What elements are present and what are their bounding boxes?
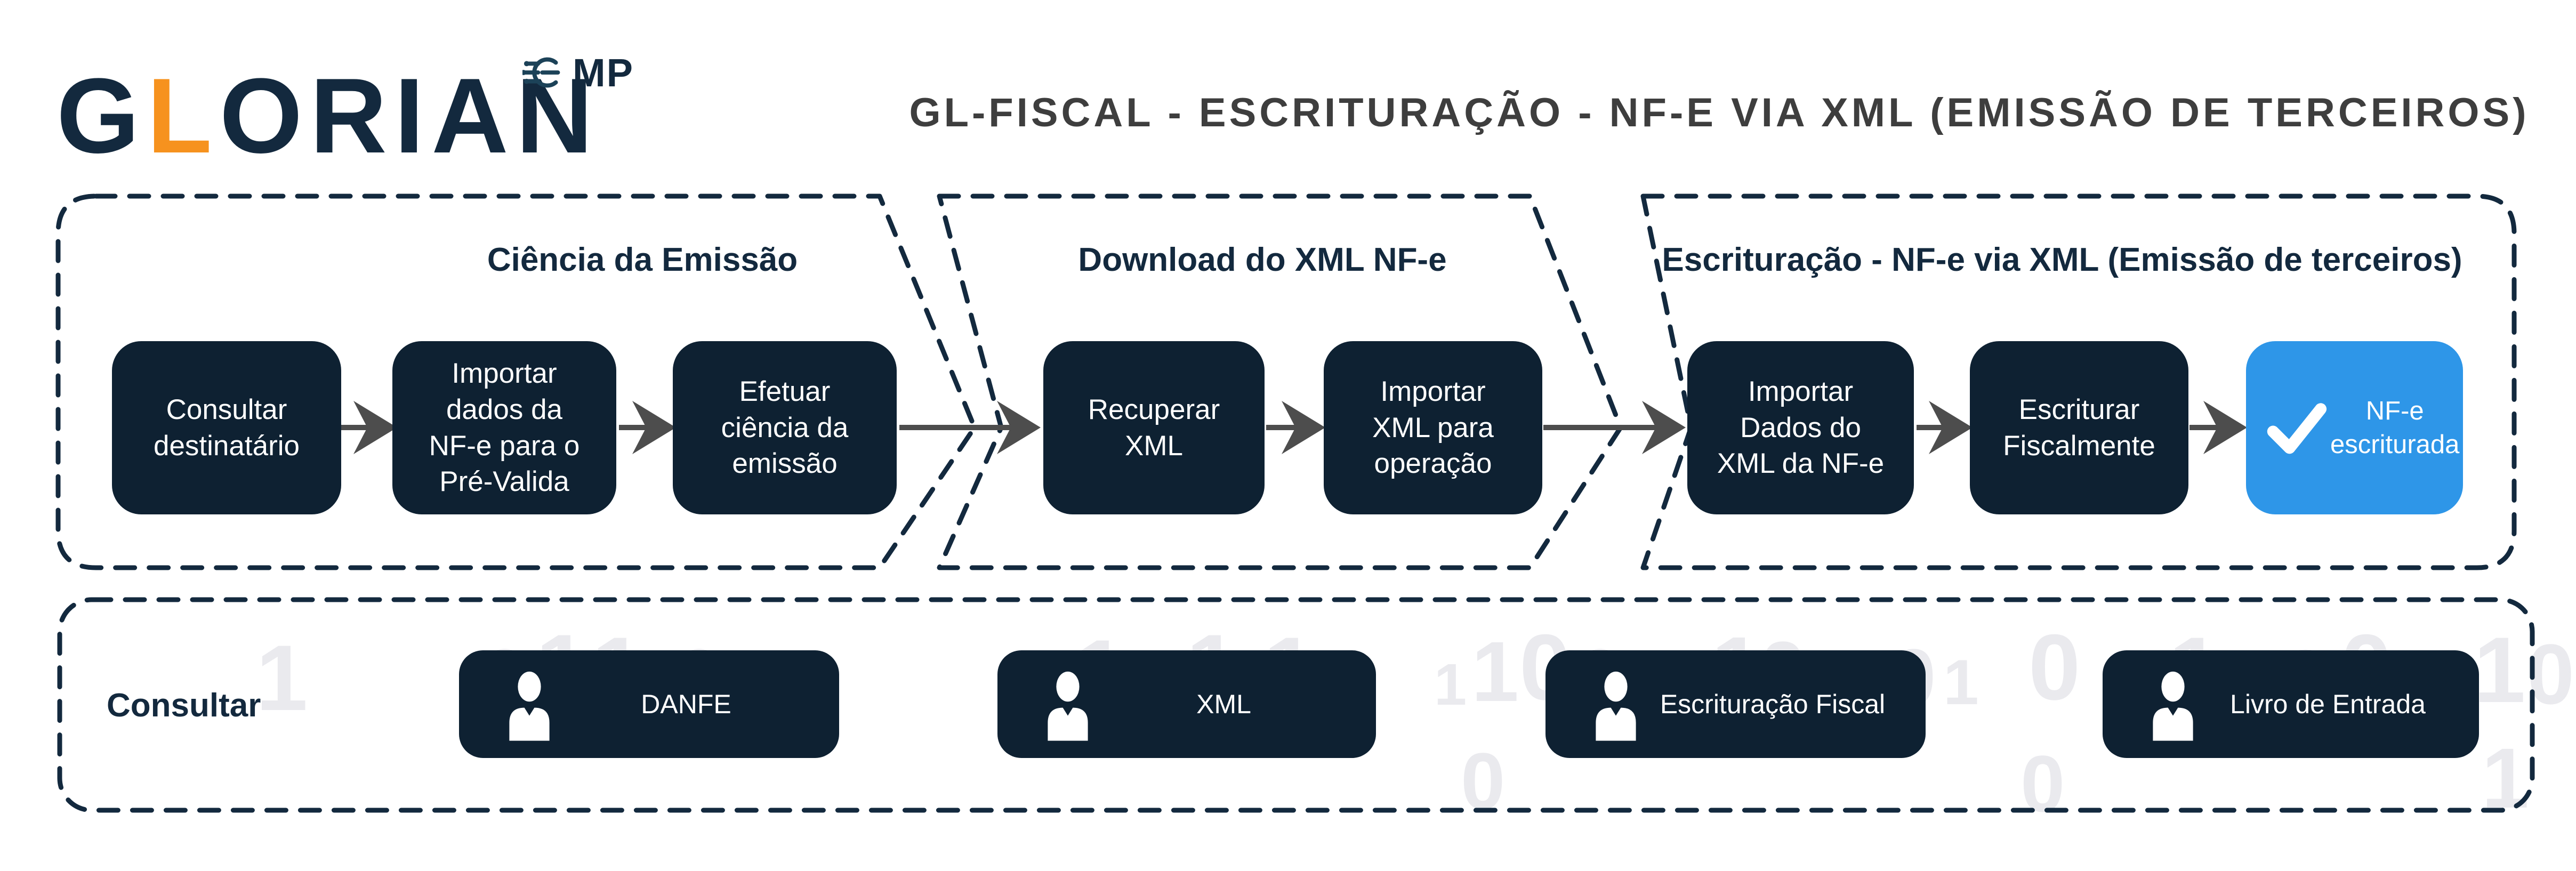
flow-step-label: Recuperar XML (1088, 393, 1220, 462)
consult-button-escrituracao-fiscal: Escrituração Fiscal (1545, 650, 1926, 758)
flow-arrow (339, 401, 397, 454)
person-icon (1596, 671, 1636, 741)
check-icon (2267, 402, 2327, 454)
consult-button-label: DANFE (641, 689, 731, 719)
flow-step-importar-dados-xml: Importar Dados do XML da NF-e (1687, 341, 1914, 514)
flow-step-label: Efetuar ciência da emissão (721, 375, 849, 480)
consult-button-label: XML (1196, 689, 1251, 719)
watermark-digit: 0 (2028, 616, 2081, 720)
section-title-escrituracao: Escrituração - NF-e via XML (Emissão de … (1662, 241, 2462, 278)
mp-logo-text: MP (573, 50, 634, 95)
circuit-e-icon (522, 57, 560, 88)
consult-button-livro-de-entrada: Livro de Entrada (2103, 650, 2479, 758)
consult-button-label: Livro de Entrada (2230, 689, 2426, 719)
flow-step-importar-dados-pre-valida: Importar dados da NF-e para o Pré-Valida (392, 341, 616, 514)
consult-button-danfe: DANFE (459, 650, 839, 758)
consult-button-xml: XML (997, 650, 1376, 758)
consultar-label: Consultar (107, 687, 261, 724)
flow-arrow (1266, 401, 1325, 454)
section-title-download: Download do XML NF-e (1078, 241, 1447, 278)
flow-step-importar-xml-operacao: Importar XML para operação (1324, 341, 1542, 514)
person-icon (1048, 671, 1088, 741)
flow-arrow (899, 401, 1041, 454)
flow-step-nfe-escriturada: NF-e escriturada (2246, 341, 2463, 514)
watermark-digit: 1 (2482, 730, 2529, 826)
watermark-digit: 1 (1434, 652, 1467, 717)
logo-letter: G (57, 57, 147, 175)
glorian-logo: GLORIAN (57, 63, 600, 170)
section-ciencia-outline (55, 193, 977, 570)
watermark-digit: 1 (2474, 618, 2526, 722)
flow-arrow (2189, 401, 2247, 454)
flow-step-label: NF-e escriturada (2330, 396, 2460, 459)
section-title-ciencia: Ciência da Emissão (487, 241, 798, 278)
person-icon (2153, 671, 2193, 741)
flow-arrow (619, 401, 676, 454)
watermark-digit: 0 (2527, 626, 2574, 722)
flow-arrow (1917, 401, 1973, 454)
flow-step-recuperar-xml: Recuperar XML (1043, 341, 1265, 514)
person-icon (509, 671, 550, 741)
watermark-digit: 1 (1943, 647, 1979, 718)
watermark-digit: 1 (256, 626, 308, 730)
mp-logo: MP (522, 49, 634, 96)
section-consultar-outline (57, 597, 2535, 813)
flow-arrows (339, 401, 2247, 454)
flow-step-label: Importar XML para operação (1372, 375, 1494, 480)
watermark-digit: 0 (1461, 736, 1506, 826)
logo-accent-letter: L (147, 57, 220, 175)
flow-arrow (1543, 401, 1686, 454)
flow-step-escriturar-fiscalmente: Escriturar Fiscalmente (1970, 341, 2188, 514)
flow-step-consultar-destinatario: Consultar destinatário (112, 341, 341, 514)
watermark-digit: 1 (1471, 624, 1519, 719)
flow-step-efetuar-ciencia: Efetuar ciência da emissão (673, 341, 897, 514)
flow-step-label: Escriturar Fiscalmente (2003, 393, 2155, 462)
flow-step-label: Importar Dados do XML da NF-e (1717, 375, 1885, 480)
page-title: GL-FISCAL - ESCRITURAÇÃO - NF-E VIA XML … (909, 90, 2530, 135)
flow-step-label: Consultar destinatário (153, 393, 300, 462)
section-escrituracao-outline (1640, 193, 2517, 570)
consult-button-label: Escrituração Fiscal (1660, 689, 1886, 719)
flow-step-label: Importar dados da NF-e para o Pré-Valida (429, 357, 580, 498)
